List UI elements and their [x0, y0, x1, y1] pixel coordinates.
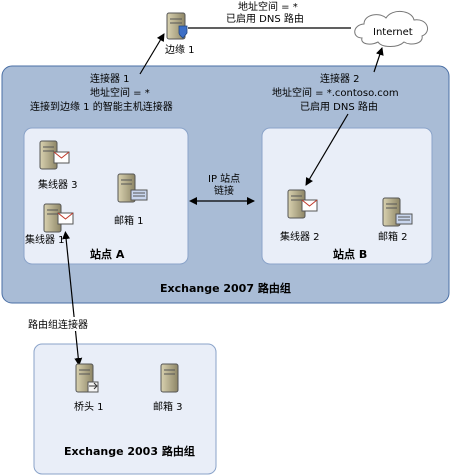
- exchange2007-label: Exchange 2007 路由组: [160, 281, 291, 295]
- connector2-dns: 已启用 DNS 路由: [300, 100, 378, 113]
- internet-label: Internet: [373, 27, 413, 38]
- mailbox2-label: 邮箱 2: [378, 230, 408, 243]
- edge-link-address-space: 地址空间 = *: [238, 0, 298, 13]
- mailbox2-server-icon: [382, 197, 413, 227]
- hub3-server-icon: [39, 140, 70, 170]
- edge-server-icon: [166, 12, 188, 40]
- hub1-label: 集线器 1: [25, 233, 65, 246]
- site-b-label: 站点 B: [333, 247, 367, 261]
- mailbox3-label: 邮箱 3: [153, 400, 183, 413]
- connector1-description: 连接到边缘 1 的智能主机连接器: [30, 100, 173, 113]
- bridgehead1-server-icon: [75, 363, 99, 393]
- hub2-label: 集线器 2: [280, 230, 320, 243]
- connector2-address-space: 地址空间 = *.contoso.com: [272, 86, 399, 99]
- mailbox3-server-icon: [160, 363, 179, 393]
- internet-cloud-icon: [354, 11, 429, 47]
- connector1-arrow: [139, 33, 165, 75]
- connector2-name: 连接器 2: [320, 72, 360, 85]
- connector2-to-hub2-arrow: [305, 113, 349, 186]
- routing-group-connector-label: 路由组连接器: [28, 318, 88, 331]
- site-b-box: [261, 127, 433, 265]
- ip-site-link-label-2: 链接: [214, 184, 234, 197]
- connector1-name: 连接器 1: [90, 72, 130, 85]
- rgc-label-background: [28, 317, 108, 331]
- connector2-arrow: [373, 47, 384, 73]
- ip-site-link-label-1: IP 站点: [208, 172, 240, 185]
- edge-link-dns: 已启用 DNS 路由: [226, 12, 304, 25]
- mailbox1-server-icon: [117, 173, 148, 203]
- routing-group-connector-arrow: [62, 231, 83, 366]
- bridgehead1-label: 桥头 1: [74, 401, 104, 413]
- connector1-address-space: 地址空间 = *: [90, 86, 150, 99]
- site-a-label: 站点 A: [90, 247, 125, 261]
- hub1-server-icon: [43, 203, 74, 233]
- exchange2003-label: Exchange 2003 路由组: [64, 444, 195, 458]
- hub2-server-icon: [287, 189, 318, 219]
- mailbox1-label: 邮箱 1: [114, 214, 144, 227]
- hub3-label: 集线器 3: [38, 178, 78, 191]
- edge-server-label: 边缘 1: [165, 43, 195, 56]
